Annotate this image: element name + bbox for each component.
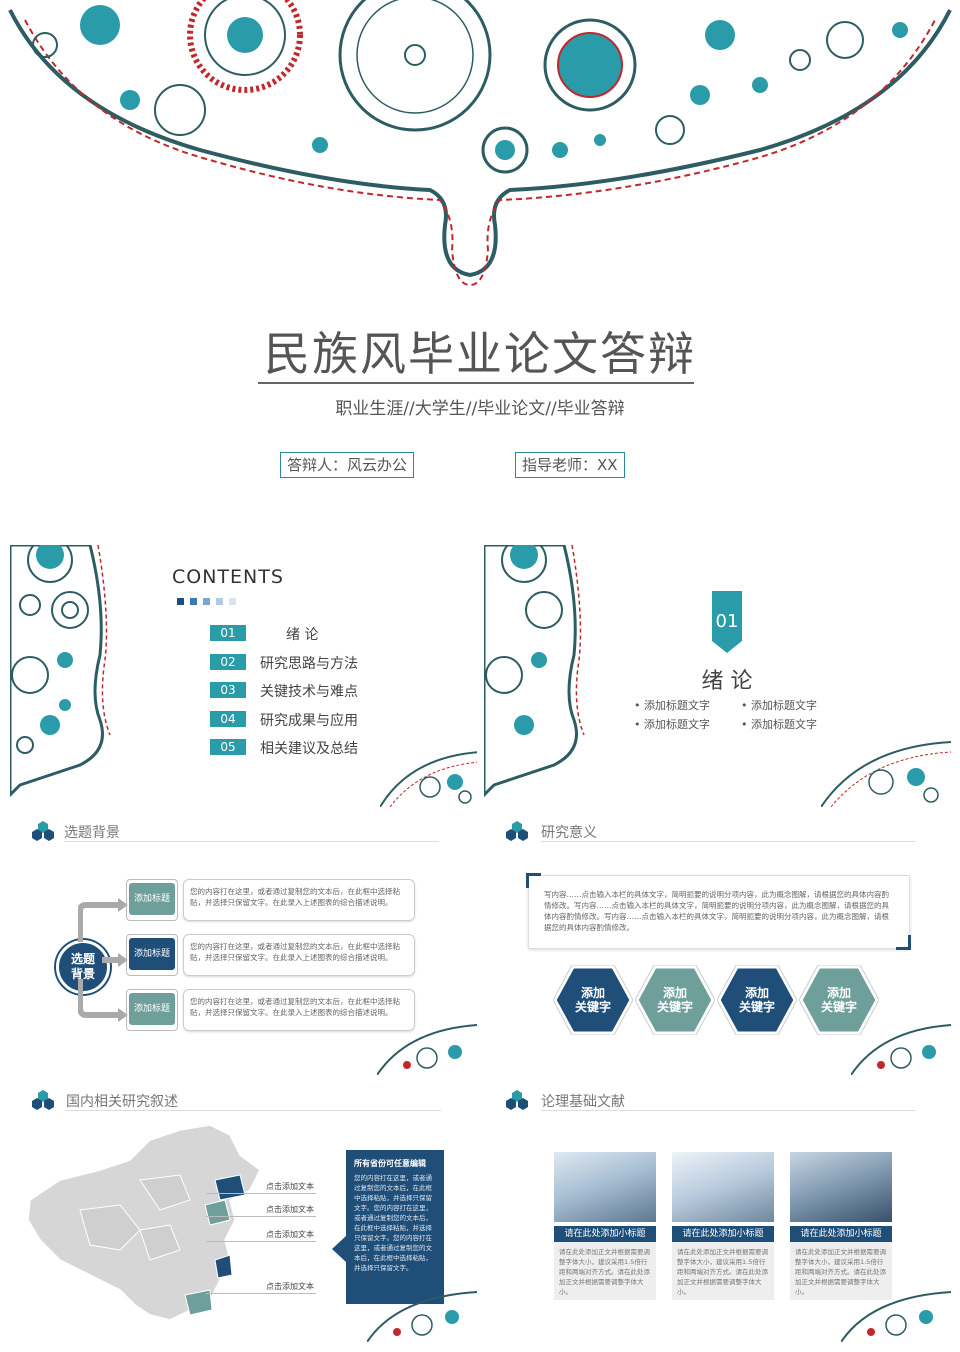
panel-title: 所有省份可任意编辑 — [354, 1159, 426, 1168]
keyword-hexagon-2 — [635, 965, 715, 1035]
slide-heading: 研究意义 — [541, 825, 597, 841]
domestic-slide: 国内相关研究叙述 点击添加文本点击添加文本点击添加文本点击添加文本 所有省份可任… — [10, 1084, 477, 1342]
row-description-3[interactable]: 您的内容打在这里，或者通过复制您的文本后，在此框中选择粘贴，并选择只保留文字。在… — [183, 989, 415, 1031]
ethnic-mandala-ornament — [8, 0, 952, 287]
keyword-hexagon-3 — [717, 965, 797, 1035]
toc-item-1[interactable]: 绪 论 — [286, 627, 319, 643]
hexagon-cluster-icon — [32, 821, 54, 841]
bottom-right-ornament — [377, 1024, 477, 1075]
panel-pointer — [332, 1236, 346, 1262]
section-number-ribbon — [712, 591, 742, 653]
office-photo — [790, 1152, 892, 1222]
presentation-subtitle: 职业生涯//大学生//毕业论文//毕业答辩 — [335, 399, 625, 419]
toc-item-5[interactable]: 相关建议及总结 — [260, 741, 358, 757]
toc-number-3: 03 — [210, 682, 246, 698]
left-mandala-ornament — [10, 545, 111, 798]
bottom-right-ornament — [367, 1291, 477, 1342]
background-slide: 选题背景 选题 背景 添加标题您的内容打在这里，或者通过复制您的文本后，在此框中… — [10, 815, 477, 1075]
card-text[interactable]: 请在此处添加正文并根据需要调整字体大小，建议采用1.5倍行距和两端对齐方式。请在… — [672, 1242, 774, 1300]
row-tag-2[interactable]: 添加标题 — [129, 938, 175, 970]
cover-slide: 民族风毕业论文答辩 职业生涯//大学生//毕业论文//毕业答辩 答辩人：风云办公… — [0, 0, 960, 520]
section-number: 01 — [715, 611, 739, 632]
card-caption[interactable]: 请在此处添加小标题 — [790, 1226, 892, 1242]
heading-rule — [66, 1110, 441, 1111]
hexagon-cluster-icon — [32, 1090, 54, 1110]
keyword-label-2[interactable]: 添加 关键字 — [656, 986, 693, 1014]
office-photo — [554, 1152, 656, 1222]
card-caption[interactable]: 请在此处添加小标题 — [554, 1226, 656, 1242]
literature-slide: 论理基础文献 请在此处添加小标题请在此处添加正文并根据需要调整字体大小，建议采用… — [484, 1084, 951, 1342]
map-callout-2[interactable]: 点击添加文本 — [266, 1205, 314, 1214]
section-bullet-2: • 添加标题文字 — [741, 699, 817, 712]
hexagon-cluster-icon — [506, 821, 528, 841]
china-map — [27, 1124, 260, 1321]
significance-slide: 研究意义 写内容……点击输入本栏的具体文字，简明扼要的说明分项内容，此为概念图解… — [484, 815, 951, 1075]
callout-line — [206, 1293, 316, 1294]
card-caption[interactable]: 请在此处添加小标题 — [672, 1226, 774, 1242]
advisor-box: 指导老师：XX — [515, 452, 625, 478]
row-description-1[interactable]: 您的内容打在这里，或者通过复制您的文本后，在此框中选择粘贴，并选择只保留文字。在… — [183, 879, 415, 921]
heading-rule — [541, 841, 916, 842]
callout-line — [206, 1193, 316, 1194]
tag-frame — [126, 879, 178, 921]
keyword-hexagon-1 — [553, 965, 633, 1035]
toc-number-5: 05 — [210, 739, 246, 755]
row-tag-1[interactable]: 添加标题 — [129, 883, 175, 915]
significance-body: 写内容……点击输入本栏的具体文字，简明扼要的说明分项内容，此为概念图解，请根据您… — [544, 890, 889, 932]
toc-item-4[interactable]: 研究成果与应用 — [260, 712, 358, 729]
contents-color-squares — [177, 590, 242, 609]
keyword-label-1[interactable]: 添加 关键字 — [574, 986, 611, 1014]
hexagon-cluster-icon — [506, 1090, 528, 1110]
contents-slide: CONTENTS 01 绪 论 02 研究思路与方法 03 关键技术与难点 04 研究成果与应… — [10, 545, 477, 807]
map-callout-4[interactable]: 点击添加文本 — [266, 1282, 314, 1291]
bottom-right-ornament — [821, 741, 951, 807]
card-text[interactable]: 请在此处添加正文并根据需要调整字体大小，建议采用1.5倍行距和两端对齐方式。请在… — [554, 1242, 656, 1300]
bottom-right-ornament — [841, 1291, 951, 1342]
title-underline — [258, 382, 694, 384]
toc-item-2[interactable]: 研究思路与方法 — [260, 655, 358, 672]
section-slide: 01 绪 论 • 添加标题文字 • 添加标题文字 • 添加标题文字 • 添加标题… — [484, 545, 951, 807]
presentation-title: 民族风毕业论文答辩 — [264, 327, 696, 381]
map-callout-3[interactable]: 点击添加文本 — [266, 1230, 314, 1239]
tag-frame — [126, 934, 178, 976]
section-bullet-3: • 添加标题文字 — [634, 718, 710, 731]
callout-line — [206, 1216, 316, 1217]
section-title: 绪 论 — [701, 669, 753, 694]
info-panel: 所有省份可任意编辑 您的内容打在这里，或者通过复制您的文本后，在此框中选择粘贴，… — [346, 1150, 444, 1304]
callout-line — [206, 1241, 316, 1242]
frame-corner-tl — [526, 873, 541, 888]
literature-card-2: 请在此处添加小标题请在此处添加正文并根据需要调整字体大小，建议采用1.5倍行距和… — [672, 1152, 774, 1300]
bottom-right-ornament — [851, 1024, 951, 1075]
literature-card-1: 请在此处添加小标题请在此处添加正文并根据需要调整字体大小，建议采用1.5倍行距和… — [554, 1152, 656, 1300]
frame-corner-br — [896, 935, 911, 950]
keyword-label-4[interactable]: 添加 关键字 — [820, 986, 857, 1014]
bottom-right-ornament — [380, 751, 477, 807]
heading-rule — [541, 1110, 916, 1111]
section-bullet-1: • 添加标题文字 — [634, 699, 710, 712]
text-frame — [528, 875, 910, 949]
tag-frame — [126, 989, 178, 1031]
branch-arrows — [78, 898, 128, 1022]
row-description-2[interactable]: 您的内容打在这里，或者通过复制您的文本后，在此框中选择粘贴，并选择只保留文字。在… — [183, 934, 415, 976]
toc-number-4: 04 — [210, 710, 246, 727]
toc-number-1: 01 — [210, 625, 246, 641]
card-text[interactable]: 请在此处添加正文并根据需要调整字体大小，建议采用1.5倍行距和两端对齐方式。请在… — [790, 1242, 892, 1300]
slide-heading: 选题背景 — [64, 825, 120, 841]
row-tag-3[interactable]: 添加标题 — [129, 993, 175, 1025]
office-photo — [672, 1152, 774, 1222]
contents-heading: CONTENTS — [172, 566, 284, 588]
slide-heading: 论理基础文献 — [541, 1094, 625, 1110]
keyword-label-3[interactable]: 添加 关键字 — [738, 986, 775, 1014]
literature-card-3: 请在此处添加小标题请在此处添加正文并根据需要调整字体大小，建议采用1.5倍行距和… — [790, 1152, 892, 1300]
panel-text: 您的内容打在这里，或者通过复制您的文本后，在此框中选择粘贴，并选择只保留文字。您… — [354, 1174, 432, 1272]
keyword-hexagon-4 — [799, 965, 879, 1035]
section-bullet-4: • 添加标题文字 — [741, 718, 817, 731]
toc-number-2: 02 — [210, 653, 246, 670]
left-mandala-ornament — [484, 545, 585, 798]
slide-heading: 国内相关研究叙述 — [66, 1094, 178, 1110]
toc-item-3[interactable]: 关键技术与难点 — [260, 684, 358, 700]
presenter-box: 答辩人：风云办公 — [280, 452, 415, 478]
heading-rule — [64, 841, 439, 842]
map-callout-1[interactable]: 点击添加文本 — [266, 1182, 314, 1191]
